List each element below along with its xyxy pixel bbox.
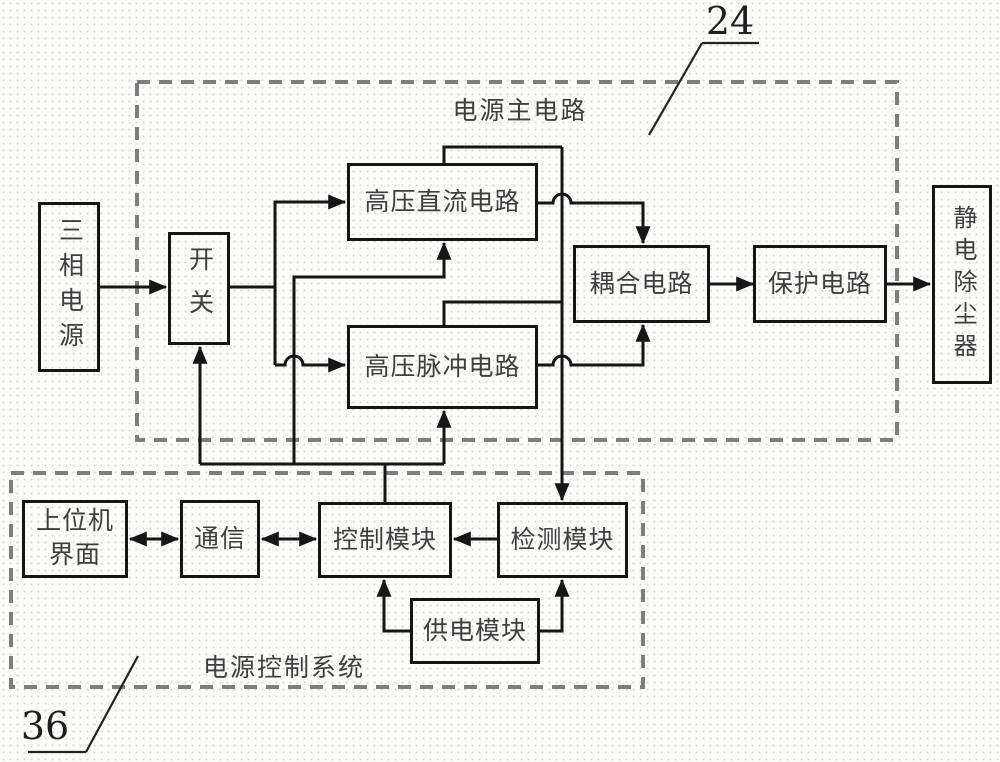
block-hv-dc-circuit-label: 高压直流电路 xyxy=(364,188,521,216)
main-circuit-dashed-border xyxy=(135,80,899,442)
block-protection-circuit: 保护电路 xyxy=(753,245,887,323)
wire-hvdc-to-coupling xyxy=(538,192,651,245)
block-host-computer-interface: 上位机 界面 xyxy=(22,500,128,578)
wire-split-to-hvdc xyxy=(273,194,347,365)
wire-split-to-hvpulse xyxy=(275,354,347,373)
ref-24-leader-line xyxy=(648,41,759,136)
control-system-dashed-border xyxy=(9,471,645,689)
block-three-phase-power-label: 三相电源 xyxy=(55,217,84,357)
control-system-region-label: 电源控制系统 xyxy=(202,654,365,682)
block-host-computer-interface-line2: 界面 xyxy=(48,541,101,569)
block-coupling-circuit: 耦合电路 xyxy=(573,245,710,323)
block-hv-dc-circuit: 高压直流电路 xyxy=(347,163,538,241)
block-coupling-circuit-label: 耦合电路 xyxy=(589,270,694,298)
block-switch: 开关 xyxy=(168,232,230,345)
block-power-supply-module: 供电模块 xyxy=(410,598,540,664)
wire-hvpulse-to-coupling xyxy=(538,323,651,367)
wire-hvdc-top-tap xyxy=(442,145,562,163)
block-electrostatic-precipitator-label: 静电除尘器 xyxy=(949,204,976,365)
block-three-phase-power: 三相电源 xyxy=(38,202,100,372)
block-detection-module-label: 检测模块 xyxy=(510,526,615,554)
wire-control-to-hvdc xyxy=(292,241,452,464)
block-hv-pulse-circuit-label: 高压脉冲电路 xyxy=(364,353,521,381)
block-control-module-label: 控制模块 xyxy=(332,526,437,554)
wire-hvpulse-top-tap xyxy=(442,300,562,325)
block-control-module: 控制模块 xyxy=(318,502,452,578)
block-communication: 通信 xyxy=(180,500,260,578)
block-detection-module: 检测模块 xyxy=(497,502,628,578)
ref-numeral-36: 36 xyxy=(20,704,70,748)
ref-36-leader-line xyxy=(28,655,139,754)
main-circuit-region-label: 电源主电路 xyxy=(452,97,588,125)
block-protection-circuit-label: 保护电路 xyxy=(767,270,872,298)
wire-supply-to-control xyxy=(376,578,410,633)
wires-group xyxy=(100,145,932,633)
wire-supply-to-detect xyxy=(540,578,570,633)
block-switch-label: 开关 xyxy=(185,245,214,332)
block-host-computer-interface-line1: 上位机 xyxy=(35,507,114,536)
block-power-supply-module-label: 供电模块 xyxy=(422,617,527,645)
block-hv-pulse-circuit: 高压脉冲电路 xyxy=(347,325,538,409)
block-communication-label: 通信 xyxy=(193,525,246,553)
ref-numeral-24: 24 xyxy=(705,0,755,43)
block-electrostatic-precipitator: 静电除尘器 xyxy=(932,185,992,384)
